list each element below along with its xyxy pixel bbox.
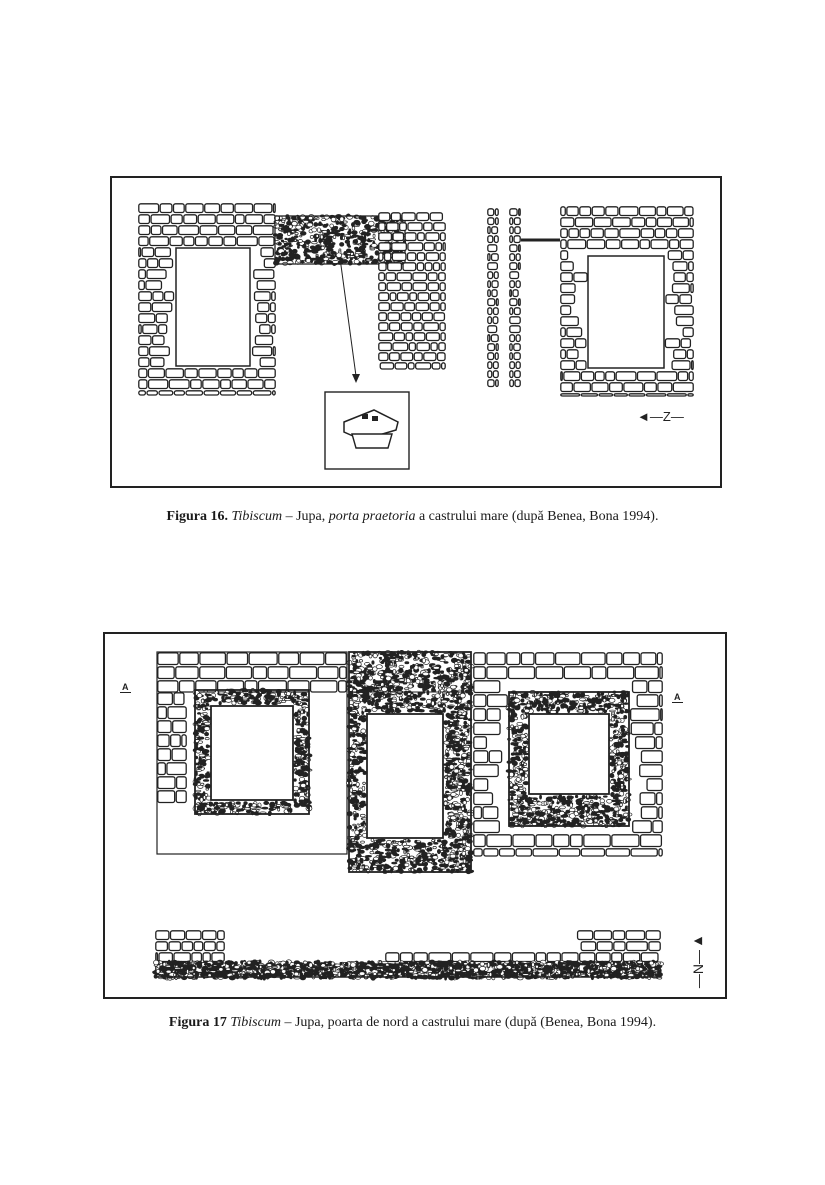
tower-west-interior [210,705,294,801]
porta-praetoria-plan [138,203,694,470]
rubble-fill [505,690,633,829]
section-mark-right: A [672,692,683,703]
caption-site: Tibiscum [231,509,283,524]
caption-term: porta praetoria [328,509,416,524]
capital-block [343,409,399,441]
caption-site: Tibiscum [230,1015,281,1030]
section-mark-left: A [120,682,131,693]
caption-label: Figura 17 [168,1015,227,1030]
gate-top-course [348,651,472,693]
direction-tail-icon: — [670,409,684,424]
caption-text-a: – Jupa, poarta de nord a castrului mare … [280,1015,657,1030]
stone-masonry [378,212,446,370]
stone-masonry [509,208,521,388]
tower-west-wall [194,689,310,815]
tower-right-interior [587,255,665,369]
direction-arrow-icon: ◄— [637,409,663,424]
caption-text-a: – Jupa, [282,509,329,524]
caption-text-b: a castrului mare (după Benea, Bona 1994)… [415,509,659,524]
figure-16-drawing: ◄—Z— [110,176,722,488]
north-arrow-icon: — [690,974,706,989]
capital-base [351,433,393,449]
stone-masonry [560,206,694,397]
gate-passage-interior [366,713,444,839]
figure-16-caption: Figura 16. Tibiscum – Jupa, porta praeto… [0,509,825,525]
stone-masonry [138,203,276,396]
capital-socket [372,416,378,421]
north-arrow-head-icon: —► [690,934,706,964]
pointer-arrowhead [352,374,360,383]
direction-label-n: N [690,964,706,975]
tower-west-outline [156,651,348,855]
stone-masonry [487,208,499,388]
north-gate-plan [152,649,664,981]
capital-socket [362,414,368,419]
rubble-fill [152,959,664,981]
tower-east-wall [508,691,630,827]
rubble-fill [272,213,408,267]
figure-17-caption: Figura 17 Tibiscum – Jupa, poarta de nor… [0,1015,825,1031]
direction-label-z: Z [662,409,671,424]
stone-masonry [157,652,347,693]
stone-masonry [473,652,663,857]
caption-label: Figura 16. [166,509,228,524]
stone-masonry [157,692,187,804]
figure-17-drawing: A A —N—► [103,632,727,999]
pointer-line [339,257,357,377]
tower-left-interior [175,247,251,367]
tower-east-interior [528,713,610,795]
